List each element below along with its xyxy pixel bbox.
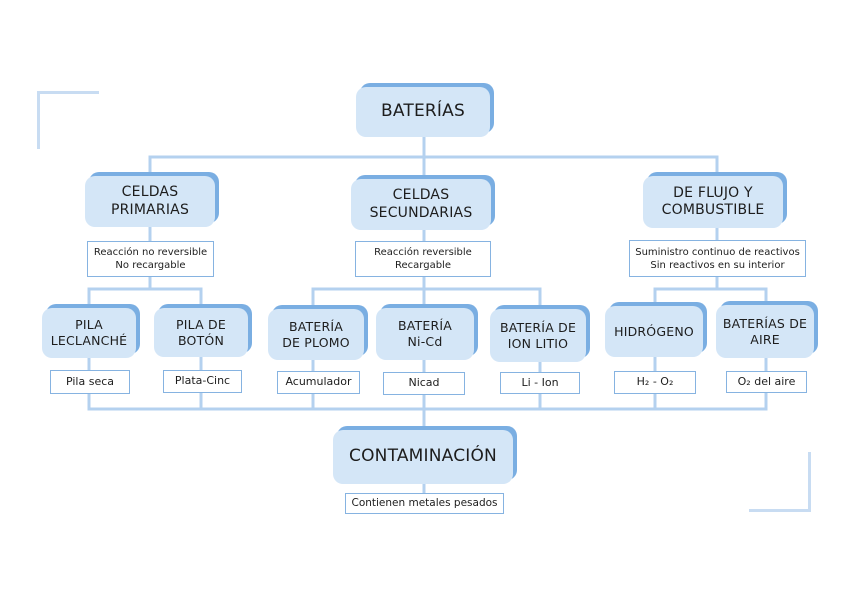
- note-text: Suministro continuo de reactivos Sin rea…: [635, 246, 800, 271]
- node-celdas-primarias: CELDAS PRIMARIAS: [85, 176, 215, 227]
- node-label: BATERÍA DE PLOMO: [282, 318, 350, 350]
- example-nicad: Nicad: [383, 372, 465, 395]
- node-label: CELDAS PRIMARIAS: [110, 184, 190, 218]
- note-text: Reacción no reversible No recargable: [93, 247, 208, 271]
- example-h2-o2: H₂ - O₂: [614, 371, 696, 394]
- example-text: Li - Ion: [521, 375, 559, 389]
- note-flujo-combustible: Suministro continuo de reactivos Sin rea…: [629, 240, 806, 277]
- node-label: HIDRÓGENO: [614, 323, 694, 339]
- example-text: H₂ - O₂: [636, 375, 674, 389]
- node-label: CONTAMINACIÓN: [349, 446, 497, 467]
- example-pila-seca: Pila seca: [50, 370, 130, 394]
- node-label: BATERÍA DE ION LITIO: [499, 319, 577, 351]
- node-contaminacion: CONTAMINACIÓN: [333, 430, 513, 484]
- note-text: Reacción reversible Recargable: [374, 247, 472, 271]
- node-bateria-nicd: BATERÍA Ni-Cd: [376, 308, 474, 360]
- note-celdas-primarias: Reacción no reversible No recargable: [87, 241, 214, 277]
- node-pila-boton: PILA DE BOTÓN: [154, 308, 248, 357]
- node-bateria-plomo: BATERÍA DE PLOMO: [268, 309, 364, 360]
- corner-bracket-bottom-right: [749, 452, 811, 512]
- example-acumulador: Acumulador: [277, 371, 360, 394]
- node-label: DE FLUJO Y COMBUSTIBLE: [661, 184, 765, 219]
- note-contaminacion: Contienen metales pesados: [345, 493, 504, 514]
- node-label: PILA DE BOTÓN: [176, 316, 226, 348]
- node-celdas-secundarias: CELDAS SECUNDARIAS: [351, 179, 491, 230]
- node-hidrogeno: HIDRÓGENO: [605, 306, 703, 357]
- node-label: PILA LECLANCHÉ: [50, 317, 128, 348]
- example-text: Nicad: [408, 376, 440, 390]
- node-label: BATERÍA Ni-Cd: [397, 318, 452, 349]
- example-o2-aire: O₂ del aire: [726, 371, 807, 393]
- node-baterias-aire: BATERÍAS DE AIRE: [716, 305, 814, 358]
- example-text: Pila seca: [65, 374, 115, 388]
- example-text: Plata-Cinc: [174, 374, 231, 388]
- node-pila-leclanche: PILA LECLANCHÉ: [42, 308, 136, 358]
- note-text: Contienen metales pesados: [351, 496, 498, 509]
- node-label: CELDAS SECUNDARIAS: [369, 187, 473, 221]
- node-label: BATERÍAS DE AIRE: [722, 315, 808, 347]
- example-text: Acumulador: [285, 375, 352, 389]
- corner-bracket-top-left: [37, 91, 99, 149]
- node-baterias: BATERÍAS: [356, 87, 490, 137]
- node-flujo-combustible: DE FLUJO Y COMBUSTIBLE: [643, 176, 783, 228]
- example-text: O₂ del aire: [737, 374, 796, 388]
- note-celdas-secundarias: Reacción reversible Recargable: [355, 241, 491, 277]
- example-plata-cinc: Plata-Cinc: [163, 370, 242, 393]
- example-li-ion: Li - Ion: [500, 372, 580, 394]
- node-label: BATERÍAS: [381, 101, 465, 122]
- node-bateria-ion-litio: BATERÍA DE ION LITIO: [490, 309, 586, 362]
